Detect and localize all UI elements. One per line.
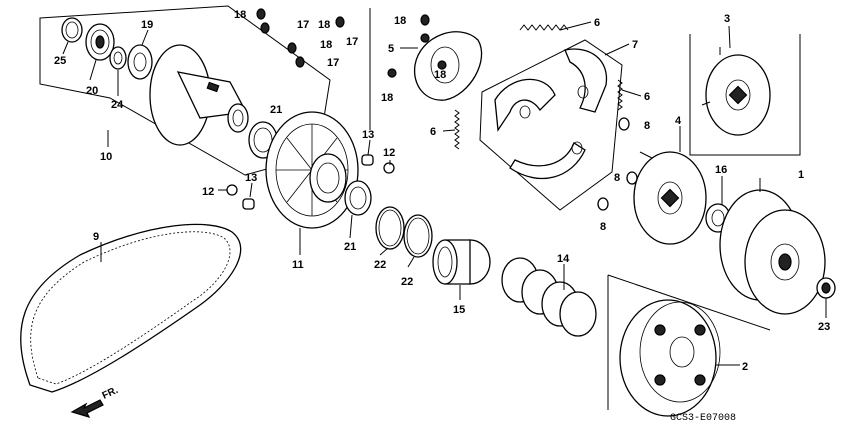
- callout-22-right: 22: [401, 276, 413, 288]
- callout-18-e: 18: [381, 92, 393, 104]
- callout-14: 14: [557, 253, 570, 265]
- circlip-25: [61, 17, 83, 43]
- callout-6-left: 6: [430, 126, 436, 138]
- frame-outer-clutch-group: [607, 274, 771, 410]
- callout-17-right: 17: [346, 36, 358, 48]
- front-direction-arrow: [70, 399, 104, 418]
- callout-5: 5: [388, 43, 394, 55]
- leader-lines: [62, 21, 827, 366]
- spring-6-left: [454, 109, 460, 150]
- guide-roller-13-right: [361, 154, 374, 166]
- callout-2: 2: [742, 361, 748, 373]
- callout-18-f: 18: [434, 69, 446, 81]
- spring-6-right: [617, 79, 623, 111]
- callout-13-left: 13: [245, 172, 257, 184]
- clutch-shoe-7-upper: [564, 48, 608, 113]
- callout-25: 25: [54, 55, 66, 67]
- direction-label: FR.: [101, 385, 120, 402]
- nut-8-set: [597, 117, 638, 211]
- spacer-24: [109, 46, 127, 70]
- callout-18-c: 18: [320, 39, 332, 51]
- callout-6-top: 6: [594, 17, 600, 29]
- callout-24: 24: [111, 99, 124, 111]
- callout-15: 15: [453, 304, 465, 316]
- o-ring-22-left: [375, 206, 405, 250]
- callout-17-bottom: 17: [327, 57, 339, 69]
- guide-pin-12-right: [383, 162, 395, 174]
- diagram-code-main: GCS3-E0700: [670, 413, 730, 424]
- clutch-outer-1: [719, 189, 826, 315]
- callout-23: 23: [818, 321, 830, 333]
- bearing-20: [85, 23, 115, 61]
- o-ring-22-right: [403, 214, 433, 258]
- callout-9: 9: [93, 231, 99, 243]
- diagram-code-suffix: 8: [730, 413, 736, 424]
- guide-pin-12-left: [226, 184, 238, 196]
- clutch-weight-plate-5: [387, 31, 483, 101]
- callout-16: 16: [715, 164, 727, 176]
- callout-8-mid: 8: [614, 172, 620, 184]
- callout-22-left: 22: [374, 259, 386, 271]
- callout-1: 1: [798, 169, 804, 181]
- clutch-shoe-7-left: [494, 78, 556, 132]
- callout-17-top: 17: [297, 19, 309, 31]
- callout-7: 7: [632, 39, 638, 51]
- callout-18-b: 18: [318, 19, 330, 31]
- frame-shoe-group: [479, 39, 623, 211]
- clutch-shoe-7-lower: [509, 141, 586, 180]
- driven-face-spring-14: [501, 257, 597, 337]
- diagram-code: GCS3-E07008: [670, 413, 736, 424]
- callout-18-a: 18: [234, 9, 246, 21]
- callout-21-bottom: 21: [344, 241, 356, 253]
- guide-roller-13-left: [242, 198, 255, 210]
- callout-11: 11: [292, 259, 304, 271]
- oil-seal-21-lower: [344, 180, 372, 216]
- callout-21-top: 21: [270, 104, 282, 116]
- callout-13-right: 13: [362, 129, 374, 141]
- driven-pulley-face-10: [149, 44, 249, 146]
- callout-12-left: 12: [202, 186, 214, 198]
- drive-belt-9: [20, 223, 242, 393]
- callout-4: 4: [675, 115, 682, 127]
- clutch-plate-3: [701, 47, 771, 136]
- callout-20: 20: [86, 85, 98, 97]
- clutch-cover-2: [619, 299, 721, 417]
- movable-driven-face-11: [265, 111, 359, 229]
- callout-12-right: 12: [383, 147, 395, 159]
- frame-clutch-plate-group: [689, 34, 801, 156]
- nut-23: [816, 277, 836, 299]
- callout-8-top: 8: [644, 120, 650, 132]
- callout-6-right: 6: [644, 91, 650, 103]
- drive-plate-4: [633, 151, 707, 245]
- spring-6-top: [519, 24, 569, 31]
- callout-10: 10: [100, 151, 112, 163]
- callout-19: 19: [141, 19, 153, 31]
- seal-collar-15: [432, 239, 491, 285]
- callout-8-bottom: 8: [600, 221, 606, 233]
- needle-bearing-19: [127, 44, 153, 80]
- washer-set-18-17: [256, 8, 430, 68]
- callout-3: 3: [724, 13, 730, 25]
- callout-18-d: 18: [394, 15, 406, 27]
